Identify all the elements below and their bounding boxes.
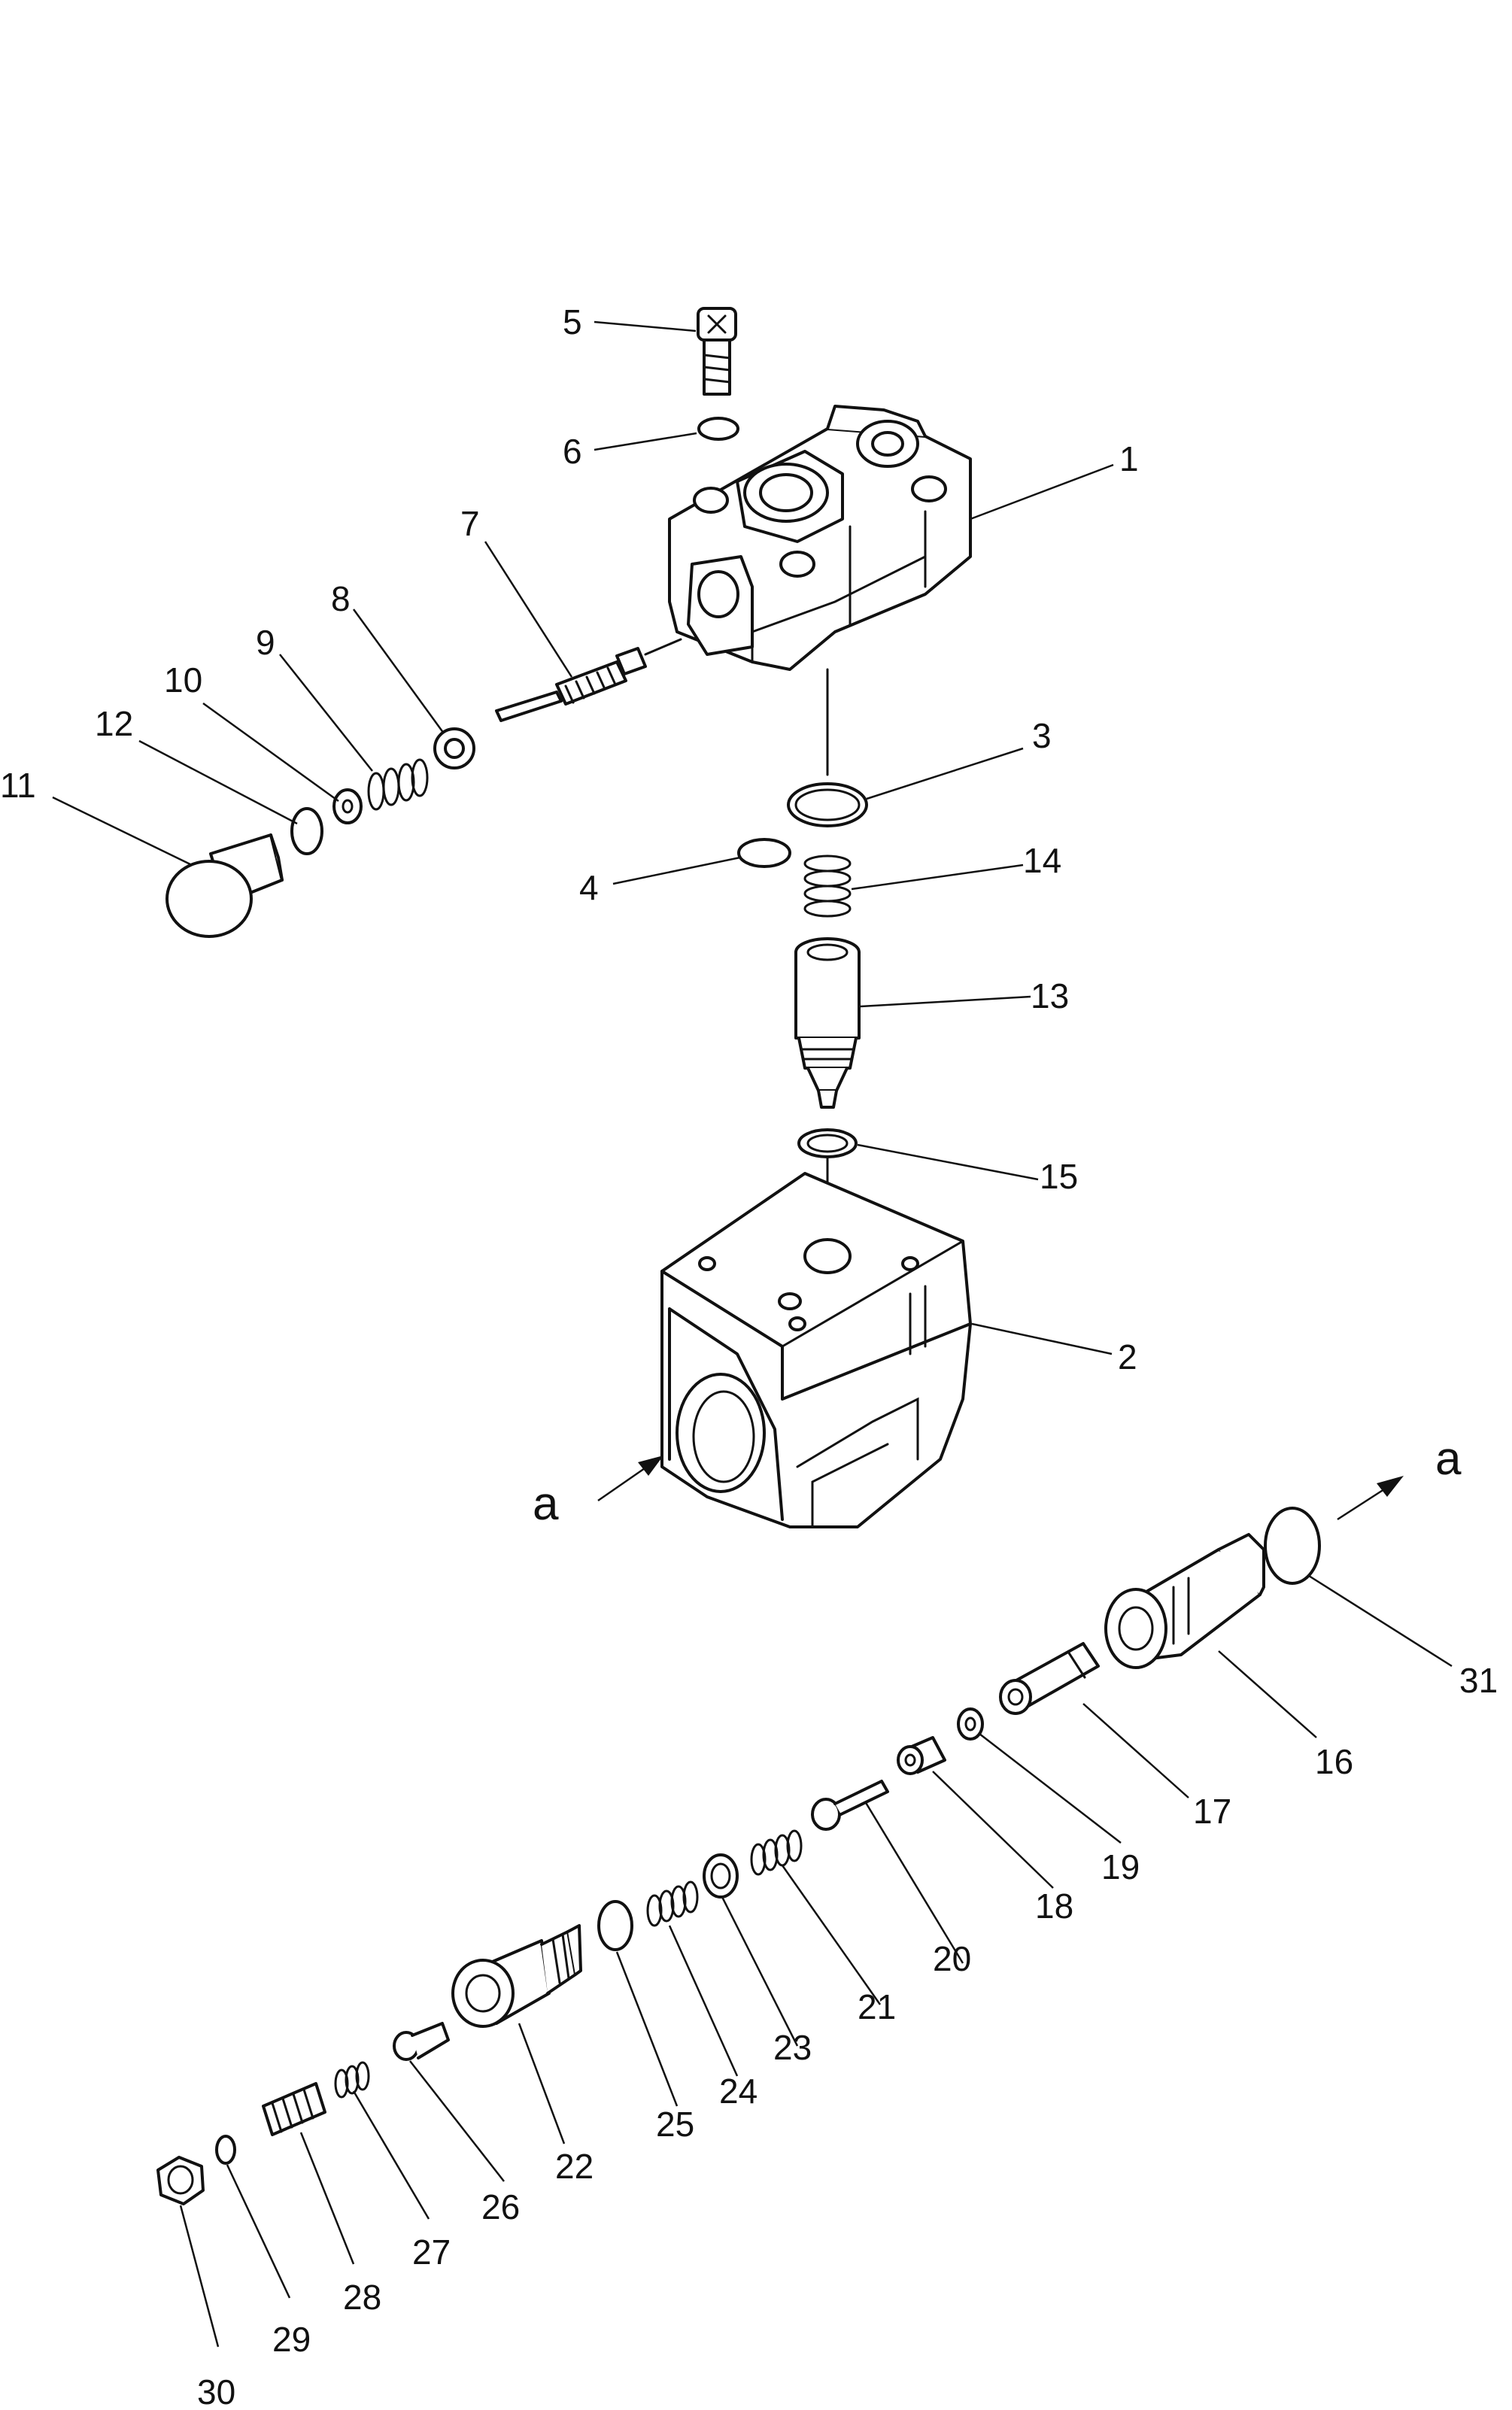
- callout-30: 30: [197, 2372, 235, 2410]
- callout-3: 3: [1032, 716, 1052, 755]
- callout-5: 5: [563, 302, 582, 341]
- spool-7: [495, 647, 647, 722]
- ring-15: [797, 1128, 858, 1158]
- callout-4: 4: [579, 868, 599, 907]
- callout-7: 7: [460, 504, 480, 543]
- washer-6: [697, 417, 739, 441]
- callout-22: 22: [555, 2147, 594, 2186]
- valve-cover-1: [668, 405, 972, 671]
- valve-body-2: [660, 1172, 972, 1528]
- spring-27: [334, 2061, 370, 2099]
- spring-14: [803, 854, 852, 918]
- callout-23: 23: [773, 2028, 812, 2067]
- seat-8: [433, 727, 475, 769]
- poppet-26: [393, 2022, 450, 2061]
- callout-15: 15: [1040, 1157, 1078, 1196]
- o-ring-25: [597, 1900, 633, 1951]
- plug-11: [165, 833, 284, 938]
- callout-6: 6: [563, 432, 582, 471]
- callout-2: 2: [1118, 1337, 1137, 1376]
- o-ring-29: [215, 2135, 236, 2165]
- o-ring-31: [1264, 1507, 1321, 1585]
- piston-17: [999, 1642, 1100, 1715]
- callout-11: 11: [0, 766, 36, 805]
- callout-24: 24: [719, 2072, 758, 2111]
- callout-16: 16: [1315, 1742, 1353, 1781]
- bolt-5: [697, 307, 737, 396]
- spring-9: [367, 758, 429, 811]
- callout-13: 13: [1031, 976, 1069, 1015]
- callout-17: 17: [1193, 1792, 1231, 1831]
- spring-24: [646, 1880, 699, 1927]
- callout-9: 9: [256, 623, 275, 662]
- assembly-axis-7: [644, 638, 682, 656]
- seat-23: [703, 1853, 739, 1899]
- adjusting-screw-28: [262, 2082, 326, 2136]
- nut-30: [156, 2156, 205, 2205]
- sleeve-16: [1104, 1533, 1265, 1669]
- callouts: 5 6 1 7 8 9 10 12 11 3 4 14 13 15 2 31 1…: [0, 302, 1498, 2410]
- o-ring-3: [787, 782, 868, 827]
- callout-26: 26: [481, 2187, 520, 2226]
- callout-27: 27: [412, 2232, 451, 2272]
- callout-29: 29: [272, 2320, 311, 2359]
- leader-lines: [52, 320, 1453, 2348]
- callout-31: 31: [1459, 1661, 1498, 1700]
- o-ring-12: [290, 807, 323, 855]
- callout-21: 21: [858, 1987, 896, 2026]
- callout-18: 18: [1035, 1886, 1073, 1926]
- spring-21: [750, 1829, 803, 1876]
- callout-14: 14: [1023, 841, 1061, 880]
- callout-1: 1: [1119, 439, 1139, 478]
- callout-10: 10: [164, 660, 202, 700]
- reference-label-a-right: a: [1435, 1433, 1462, 1485]
- callout-19: 19: [1101, 1847, 1140, 1886]
- callout-8: 8: [331, 579, 351, 618]
- callout-20: 20: [933, 1939, 971, 1978]
- washer-10: [332, 788, 363, 824]
- sleeve-18: [897, 1736, 946, 1775]
- ring-19: [957, 1707, 984, 1741]
- reference-label-a-left: a: [533, 1478, 559, 1530]
- valve-housing-22: [451, 1924, 582, 2028]
- o-ring-4: [737, 838, 791, 868]
- callout-28: 28: [343, 2278, 381, 2317]
- poppet-13: [794, 937, 861, 1109]
- pin-20: [811, 1780, 889, 1831]
- flow-reference-a-right: a: [1337, 1433, 1462, 1521]
- callout-12: 12: [95, 704, 133, 743]
- flow-reference-a-left: a: [533, 1455, 663, 1530]
- callout-25: 25: [656, 2105, 694, 2144]
